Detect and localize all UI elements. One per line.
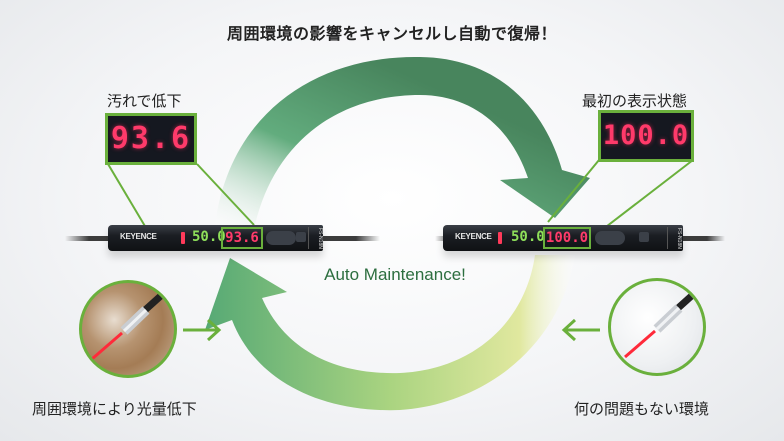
- left-sensor-amplifier: KEYENCE 50.0 93.6 FS-N18N: [108, 225, 323, 251]
- left-display-value: 93.6: [110, 121, 192, 156]
- left-top-label: 汚れで低下: [107, 92, 182, 110]
- right-brand-logo: KEYENCE: [455, 232, 492, 241]
- left-amp-display: 93.6: [221, 227, 263, 249]
- right-amp-set-button: [639, 232, 649, 242]
- fiber-sensor-icon: [91, 290, 167, 361]
- right-callout-line: [547, 159, 600, 223]
- left-display-callout: 93.6: [105, 113, 197, 165]
- left-brand-logo: KEYENCE: [120, 232, 157, 241]
- right-threshold-value: 50.0: [511, 229, 545, 245]
- right-top-label: 最初の表示状態: [582, 92, 688, 110]
- right-status-led: [498, 232, 502, 244]
- left-status-led: [181, 232, 185, 244]
- auto-maintenance-label: Auto Maintenance!: [324, 265, 466, 284]
- dusty-sensor-circle: [79, 280, 177, 378]
- left-bottom-label: 周囲環境により光量低下: [32, 400, 197, 418]
- right-display-value: 100.0: [602, 120, 690, 151]
- right-amp-display: 100.0: [543, 227, 591, 249]
- left-cable-in: [65, 236, 125, 241]
- right-model-label: FS-N18N: [667, 227, 682, 249]
- left-arrow-icon: [561, 318, 600, 342]
- right-sensor-amplifier: KEYENCE 50.0 100.0 FS-N18N: [443, 225, 683, 251]
- right-cable-out: [680, 236, 725, 241]
- bottom-arc-arrow: [205, 255, 575, 411]
- right-arrow-icon: [183, 318, 222, 342]
- left-amp-set-button: [296, 232, 306, 242]
- headline: 周囲環境の影響をキャンセルし自動で復帰！: [226, 24, 557, 43]
- clean-sensor-circle: [608, 278, 706, 376]
- right-amp-button: [595, 231, 625, 245]
- left-cable-out: [320, 236, 380, 241]
- left-callout-line: [196, 163, 255, 226]
- right-bottom-label: 何の問題もない環境: [574, 400, 710, 418]
- left-amp-button: [266, 231, 296, 245]
- left-threshold-value: 50.0: [192, 229, 226, 245]
- left-model-label: FS-N18N: [308, 227, 323, 249]
- right-display-callout: 100.0: [598, 110, 694, 162]
- top-arc-arrow: [215, 56, 590, 225]
